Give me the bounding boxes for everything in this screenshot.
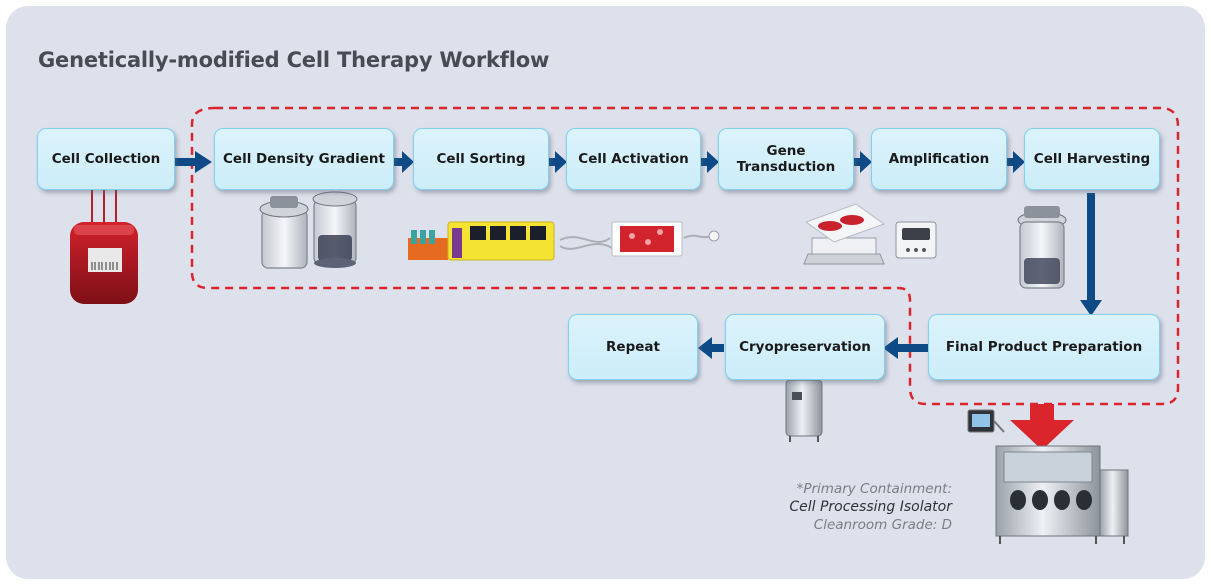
step-cryopreservation: Cryopreservation (725, 314, 885, 380)
step-label: Final Product Preparation (945, 339, 1143, 355)
output-arrow (1010, 404, 1074, 450)
blood-bag-icon (70, 186, 138, 304)
cryo-dewar-icon (785, 372, 823, 442)
step-label: Gene Transduction (736, 143, 836, 175)
arrow-amplification-to-harvesting (1006, 151, 1025, 173)
note-line-3: Cleanroom Grade: D (813, 517, 952, 533)
arrow-cryo-to-repeat (698, 337, 724, 359)
step-gene-transduction: Gene Transduction (718, 128, 854, 190)
step-cell-density-gradient: Cell Density Gradient (214, 128, 394, 190)
isolator-icon (967, 409, 1129, 544)
sorting-kit-icon (408, 221, 555, 261)
diagram-title: Genetically-modified Cell Therapy Workfl… (38, 48, 550, 72)
arrow-final-to-cryo (883, 337, 929, 359)
arrow-activation-to-transduction (700, 151, 719, 173)
step-cell-harvesting: Cell Harvesting (1024, 128, 1160, 190)
centrifuge-vessels-icon (259, 191, 358, 269)
step-cell-collection: Cell Collection (37, 128, 175, 190)
note-line-2: Cell Processing Isolator (789, 499, 952, 515)
step-label: Cell Density Gradient (223, 151, 385, 167)
step-repeat: Repeat (568, 314, 698, 380)
step-label: Repeat (606, 339, 660, 355)
activation-bag-icon (559, 221, 720, 257)
step-label: Cell Collection (51, 151, 161, 167)
step-label: Cell Activation (578, 151, 689, 167)
arrow-sorting-to-activation (548, 151, 567, 173)
step-label: Cryopreservation (739, 339, 871, 355)
step-final-product-preparation: Final Product Preparation (928, 314, 1160, 380)
arrow-collection-to-density (174, 151, 212, 173)
arrow-density-to-sorting (393, 151, 414, 173)
rocker-platform-icon (803, 203, 937, 265)
step-amplification: Amplification (871, 128, 1007, 190)
step-label: Cell Sorting (436, 151, 526, 167)
flow-arrows (174, 151, 1102, 359)
arrow-harvesting-to-final (1080, 193, 1102, 316)
harvest-vessel-icon (1017, 206, 1067, 289)
step-cell-activation: Cell Activation (566, 128, 701, 190)
step-label: Amplification (888, 151, 990, 167)
step-cell-sorting: Cell Sorting (413, 128, 549, 190)
containment-note: *Primary Containment: Cell Processing Is… (740, 480, 952, 534)
arrow-transduction-to-amplification (853, 151, 872, 173)
note-line-1: *Primary Containment: (796, 481, 952, 497)
step-label: Cell Harvesting (1033, 151, 1151, 167)
